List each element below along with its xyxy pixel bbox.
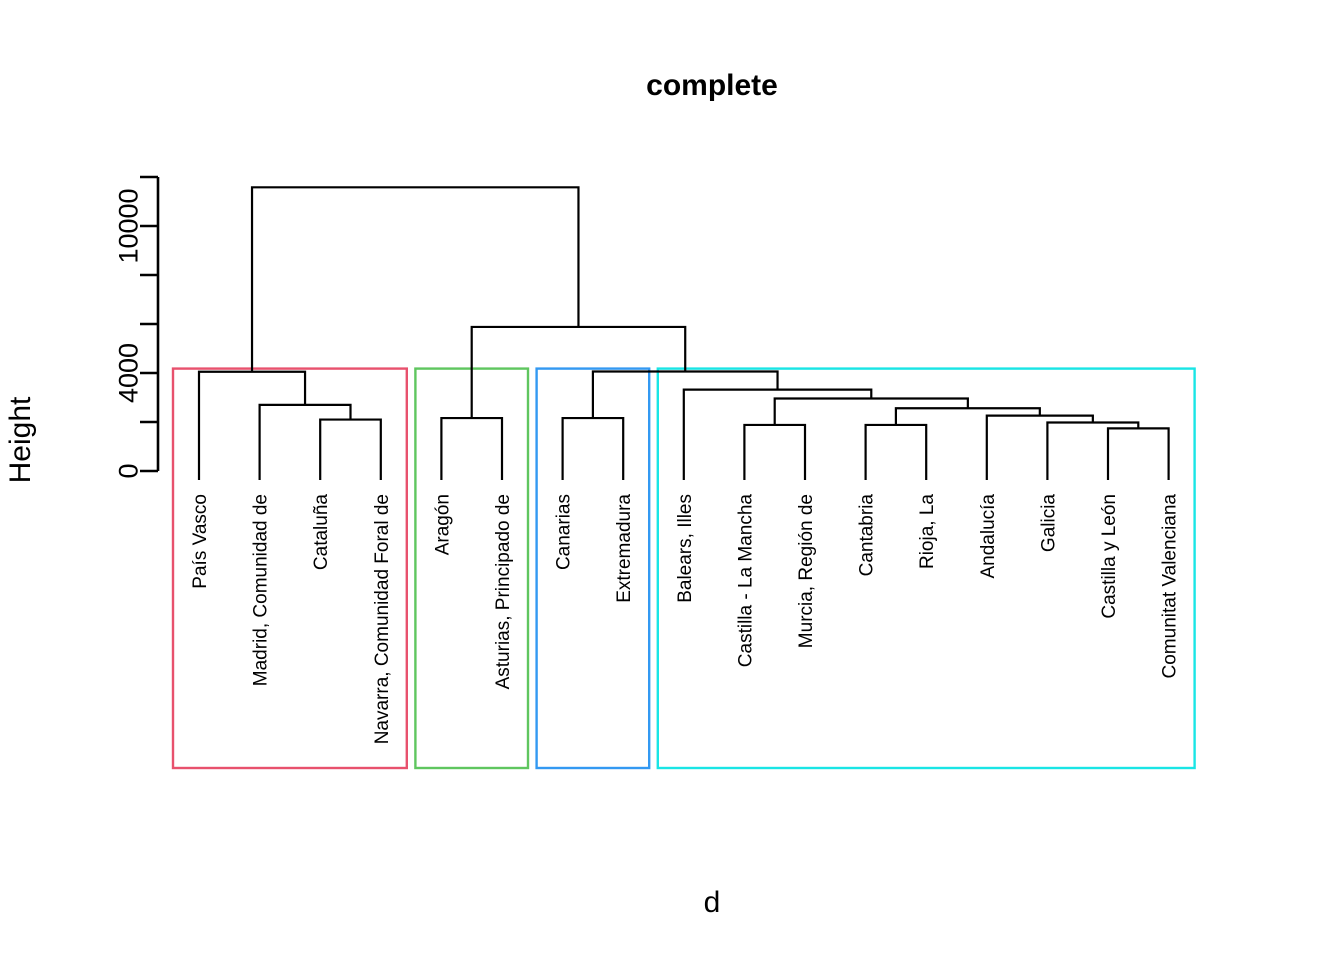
- y-axis-tick-label: 0: [113, 463, 143, 478]
- dendrogram-branch: [250, 186, 580, 372]
- cluster-box: [171, 367, 409, 770]
- dendrogram-branch: [985, 414, 1094, 471]
- dendrogram-branch: [1046, 421, 1140, 471]
- dendrogram-branch: [561, 416, 625, 471]
- leaf-label: Madrid, Comunidad de: [251, 494, 272, 686]
- leaf-label: Murcia, Región de: [796, 494, 817, 648]
- dendrogram-branch: [682, 388, 873, 471]
- dendrogram-branch: [864, 423, 928, 471]
- cluster-box: [535, 367, 651, 770]
- dendrogram-branch: [743, 423, 807, 471]
- leaf-label: Andalucía: [978, 494, 999, 579]
- leaf-label: Comunitat Valenciana: [1160, 494, 1181, 679]
- leaf-label: Canarias: [554, 494, 575, 570]
- leaf-label: Cantabria: [857, 494, 878, 577]
- leaf-label: Aragón: [432, 494, 453, 555]
- dendrogram-branch: [440, 416, 504, 471]
- dendrogram-branch: [1106, 427, 1170, 471]
- dendrogram-branch: [258, 403, 352, 471]
- dendrogram-branch: [319, 418, 382, 471]
- x-axis-title: d: [704, 886, 721, 919]
- y-axis-tick-label: 10000: [113, 188, 143, 263]
- leaf-stems: [197, 471, 1170, 480]
- leaf-label: Galicia: [1038, 494, 1059, 553]
- dendrogram-branch: [773, 397, 969, 425]
- leaf-label: Rioja, La: [917, 494, 938, 569]
- y-axis-title: Height: [4, 396, 37, 483]
- dendrogram-branch: [197, 370, 307, 471]
- leaf-label: Balears, Illes: [675, 494, 696, 603]
- leaf-label: Extremadura: [614, 494, 635, 603]
- y-axis: 0 4000 10000: [113, 175, 160, 479]
- leaf-labels: País Vasco Madrid, Comunidad de Cataluña Na…: [190, 494, 1181, 745]
- leaf-label: Cataluña: [311, 494, 332, 570]
- page-title: complete: [646, 69, 778, 102]
- leaf-label: Castilla - La Mancha: [735, 494, 756, 668]
- dendrogram-branch: [591, 370, 779, 419]
- leaf-label: Asturias, Principado de: [493, 494, 514, 689]
- leaf-label: País Vasco: [190, 494, 211, 589]
- cluster-box: [656, 367, 1196, 770]
- leaf-label: Navarra, Comunidad Foral de: [372, 494, 393, 744]
- y-axis-tick-label: 4000: [113, 343, 143, 403]
- leaf-label: Castilla y León: [1099, 494, 1120, 619]
- dendrogram-tree: [197, 186, 1170, 471]
